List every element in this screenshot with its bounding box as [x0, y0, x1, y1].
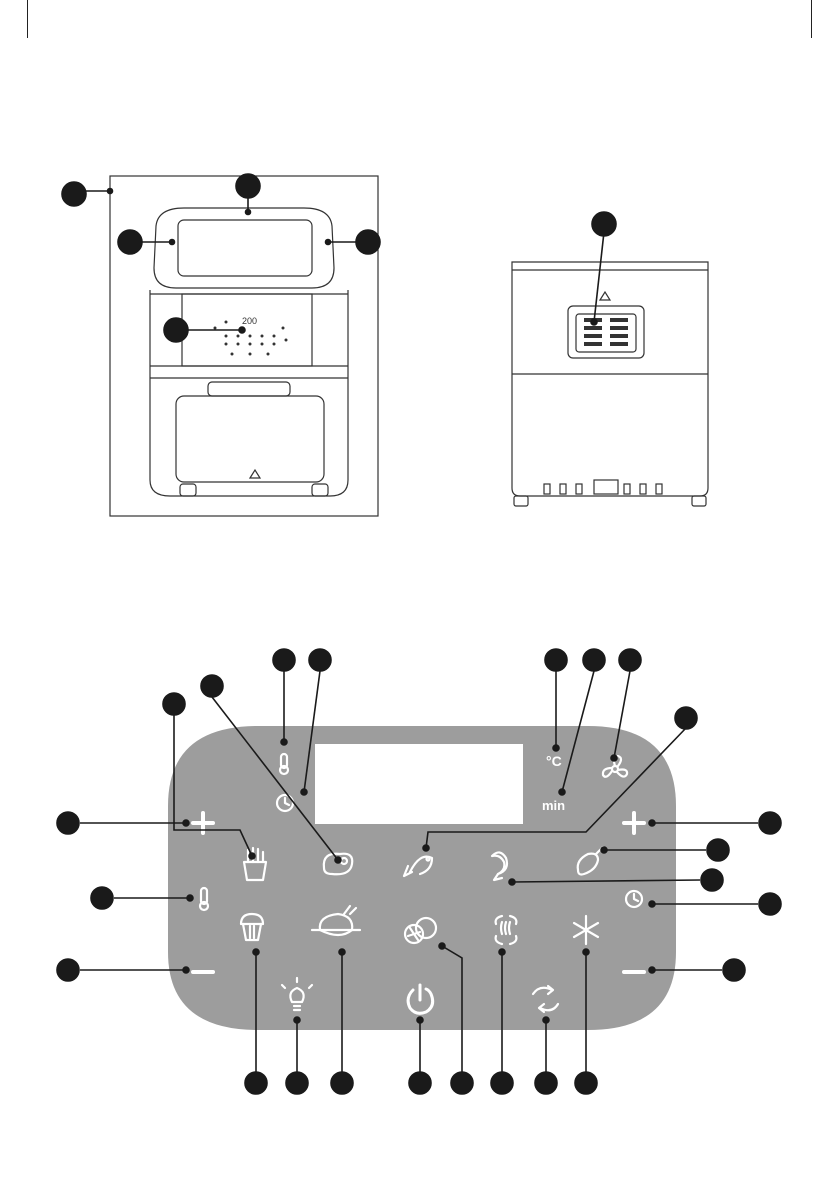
callout-defrost — [575, 1072, 597, 1094]
rear-view — [512, 262, 708, 506]
callout-dot — [239, 327, 245, 333]
callout-dot — [246, 210, 251, 215]
callout-rotisserie — [491, 1072, 513, 1094]
callout-fish — [675, 707, 697, 729]
callout-rear-vent — [592, 212, 616, 236]
callout-dot — [417, 1017, 423, 1023]
callout-dot — [108, 189, 113, 194]
callout-steak — [201, 675, 223, 697]
celsius-label: °C — [546, 753, 562, 769]
callout-fries — [163, 693, 185, 715]
callout-dot — [335, 857, 341, 863]
callout-dot — [649, 901, 655, 907]
callout-temp-minus — [57, 959, 79, 981]
drawer-window — [176, 396, 324, 482]
callout-dot — [611, 755, 617, 761]
callout-time-display — [759, 893, 781, 915]
callout-light — [286, 1072, 308, 1094]
callout-dot — [253, 949, 259, 955]
mini-display-value: 200 — [242, 316, 257, 326]
callout-power — [409, 1072, 431, 1094]
callout-dot — [649, 820, 655, 826]
callout-dot — [170, 240, 175, 245]
callout-control-panel — [164, 318, 188, 342]
callout-min — [583, 649, 605, 671]
callout-temp-plus — [57, 812, 79, 834]
callout-dot — [183, 967, 189, 973]
callout-dot — [649, 967, 655, 973]
warning-triangle-icon — [250, 470, 260, 478]
callout-celsius — [545, 649, 567, 671]
callout-dot — [249, 853, 255, 859]
rear-right-foot — [692, 496, 706, 506]
callout-rotate — [535, 1072, 557, 1094]
callout-dot — [509, 879, 515, 885]
callout-dot — [294, 1017, 300, 1023]
callout-temp-indicator — [273, 649, 295, 671]
callout-chicken — [331, 1072, 353, 1094]
callout-time-plus — [759, 812, 781, 834]
callout-leader — [594, 232, 604, 322]
callout-lid-left — [118, 230, 142, 254]
callout-dot — [183, 820, 189, 826]
callout-dot — [601, 847, 607, 853]
front-view: 200 — [110, 176, 378, 516]
display-screen — [315, 744, 523, 824]
lid-window — [178, 220, 312, 276]
rear-warning-triangle-icon — [600, 292, 610, 300]
callout-dot — [339, 949, 345, 955]
callout-dot — [423, 845, 429, 851]
callout-dot — [187, 895, 193, 901]
callout-time-minus — [723, 959, 745, 981]
left-foot — [180, 484, 196, 496]
min-label: min — [542, 798, 565, 813]
callout-dot — [583, 949, 589, 955]
right-foot — [312, 484, 328, 496]
callout-dot — [553, 745, 559, 751]
callout-fan — [619, 649, 641, 671]
control-panel — [168, 726, 676, 1030]
callout-time-indicator — [309, 649, 331, 671]
callout-dot — [439, 943, 445, 949]
rear-left-foot — [514, 496, 528, 506]
callout-dot — [591, 319, 597, 325]
callout-dot — [559, 789, 565, 795]
callout-temp-display — [91, 887, 113, 909]
callout-dot — [326, 240, 331, 245]
callout-dot — [301, 789, 307, 795]
callout-frame — [62, 182, 86, 206]
callout-cake — [245, 1072, 267, 1094]
callout-shrimp — [701, 869, 723, 891]
callout-lid-right — [356, 230, 380, 254]
drawer-handle — [208, 382, 290, 396]
callout-lid-top — [236, 174, 260, 198]
rear-body-outline — [512, 262, 708, 496]
rear-bottom-vents — [544, 480, 662, 494]
callout-dot — [499, 949, 505, 955]
callout-fruit — [451, 1072, 473, 1094]
callout-dot — [281, 739, 287, 745]
callout-drumstick — [707, 839, 729, 861]
callout-dot — [543, 1017, 549, 1023]
